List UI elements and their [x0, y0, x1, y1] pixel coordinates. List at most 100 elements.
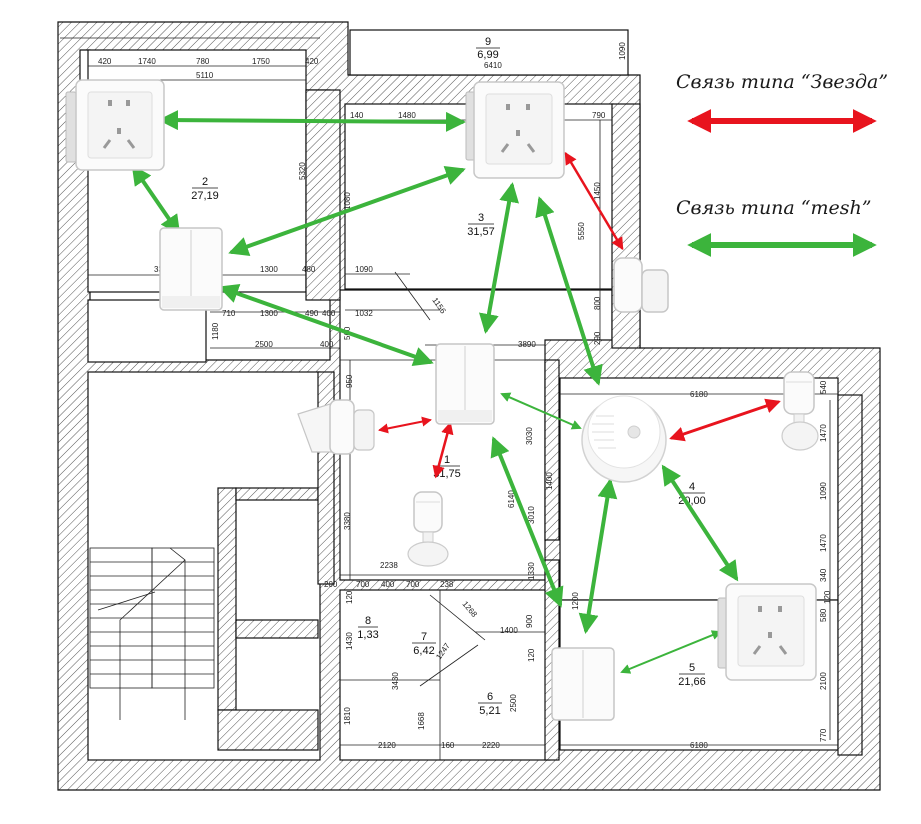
- mesh-link: [131, 164, 181, 236]
- room-2-number: 2: [202, 176, 208, 188]
- room-8-number: 8: [365, 615, 371, 627]
- dim-label: 3430: [391, 672, 400, 690]
- dim-label: 1090: [819, 482, 828, 500]
- dim-label: 120: [345, 590, 354, 604]
- mesh-link: [158, 110, 466, 132]
- dim-label: 1740: [138, 57, 156, 66]
- dim-label: 1300: [260, 309, 278, 318]
- dim-label: 1668: [417, 712, 426, 730]
- dim-label: 710: [222, 309, 236, 318]
- dim-label: 3380: [343, 512, 352, 530]
- dim-label: 290: [593, 331, 602, 345]
- dim-label: 340: [819, 568, 828, 582]
- dim-label: 2120: [378, 741, 396, 750]
- dim-label: 5320: [298, 162, 307, 180]
- stairs: [89, 547, 215, 720]
- dim-label: 5110: [196, 71, 214, 80]
- star-connections: [378, 151, 781, 479]
- star-link: [669, 398, 781, 442]
- dim-label: 1430: [345, 632, 354, 650]
- dim-label: 790: [592, 111, 606, 120]
- door-sensor-icon: [297, 399, 375, 455]
- mesh-link: [578, 478, 618, 634]
- wall-switch-icon: [551, 647, 615, 721]
- dim-label: 2500: [509, 694, 518, 712]
- room-8-area: 1,33: [357, 629, 378, 641]
- dim-label: 1450: [593, 182, 602, 200]
- dim-label: 1090: [355, 265, 373, 274]
- dim-label: 140: [350, 111, 364, 120]
- room-7-area: 6,42: [413, 645, 434, 657]
- dim-label: 5550: [577, 222, 586, 240]
- dim-label: 160: [441, 741, 455, 750]
- mesh-link: [479, 182, 519, 334]
- wall-switch-icon: [159, 227, 223, 311]
- dim-label: 1400: [500, 626, 518, 635]
- dim-label: 400: [322, 309, 336, 318]
- mesh-link: [218, 283, 434, 367]
- wall-switch-icon: [435, 343, 495, 425]
- dim-label: 1470: [819, 424, 828, 442]
- room-2-area: 27,19: [191, 190, 219, 202]
- dim-label: 3030: [525, 427, 534, 445]
- power-socket-icon: [717, 583, 817, 681]
- dim-label: 6180: [690, 390, 708, 399]
- dim-label: 120: [527, 648, 536, 662]
- dim-label: 1080: [343, 192, 352, 210]
- room-3-area: 31,57: [467, 226, 495, 238]
- dim-label: 700: [356, 580, 370, 589]
- dim-label: 2100: [819, 672, 828, 690]
- dim-label: 200: [324, 580, 338, 589]
- room-6-area: 5,21: [479, 705, 500, 717]
- dim-label: 3890: [518, 340, 536, 349]
- mesh-connections: [131, 110, 739, 634]
- dim-label: 540: [819, 380, 828, 394]
- room-9-number: 9: [485, 36, 491, 48]
- room-6-number: 6: [487, 691, 493, 703]
- dim-label: 1200: [571, 592, 580, 610]
- room-5-area: 21,66: [678, 676, 706, 688]
- mesh-link: [228, 165, 466, 257]
- dim-label: 400: [381, 580, 395, 589]
- dim-label: 480: [302, 265, 316, 274]
- dim-label: 6180: [690, 741, 708, 750]
- star-link: [564, 151, 624, 251]
- mesh-link: [490, 436, 564, 608]
- gateway-hub-icon: [581, 395, 667, 483]
- motion-sensor-icon: [407, 491, 449, 567]
- star-link: [378, 416, 432, 434]
- mesh-link: [500, 392, 582, 430]
- dim-label: 780: [196, 57, 210, 66]
- mesh-link: [620, 630, 722, 674]
- star-link: [432, 421, 454, 479]
- dim-label: 1090: [618, 42, 627, 60]
- mesh-link: [661, 464, 739, 582]
- dim-label: 1330: [527, 562, 536, 580]
- dim-label: 1032: [355, 309, 373, 318]
- dim-label: 1180: [211, 322, 220, 340]
- dim-label: 1750: [252, 57, 270, 66]
- door-sensor-icon: [613, 257, 669, 313]
- dim-label: 400: [320, 340, 334, 349]
- dim-label: 1400: [545, 472, 554, 490]
- power-socket-icon: [65, 79, 165, 171]
- legend-mesh-label: Связь типа “mesh”: [676, 197, 871, 219]
- dim-label: 1300: [260, 265, 278, 274]
- dim-label: 900: [525, 614, 534, 628]
- dim-label: 1480: [398, 111, 416, 120]
- room-7-number: 7: [421, 631, 427, 643]
- room-4-number: 4: [689, 481, 695, 493]
- motion-sensor-icon: [781, 371, 819, 451]
- room-3-number: 3: [478, 212, 484, 224]
- dim-label: 6410: [484, 61, 502, 70]
- legend-star-label: Связь типа “Звезда”: [676, 71, 888, 93]
- dim-label: 950: [345, 374, 354, 388]
- dim-label: 238: [440, 580, 454, 589]
- dim-label: 770: [819, 728, 828, 742]
- mesh-link: [535, 196, 603, 386]
- room-5-number: 5: [689, 662, 695, 674]
- dim-label: 2238: [380, 561, 398, 570]
- dim-label: 120: [823, 590, 832, 604]
- mesh-connections-thin: [500, 392, 722, 674]
